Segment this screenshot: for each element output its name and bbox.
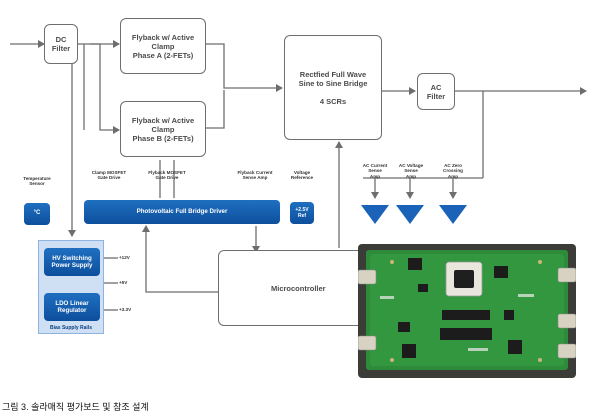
- voltage-reference-block: +2.5V Ref: [290, 202, 314, 224]
- ac-voltage-caption: AC Voltage Sense Amp: [398, 163, 424, 179]
- voltage-reference-caption: Voltage Reference: [290, 170, 314, 181]
- ac-filter-label: AC Filter: [426, 82, 446, 101]
- ldo-label: LDO Linear Regulator: [55, 299, 89, 315]
- ac-zero-amp-icon: [439, 205, 467, 224]
- rail-12v: +12V: [119, 255, 130, 260]
- microcontroller-label: Microcontroller: [271, 283, 326, 293]
- rectifier-label: Rectfied Full Wave Sine to Sine Bridge 4…: [298, 69, 368, 106]
- temperature-sensor-block: °C: [24, 203, 50, 225]
- pv-driver-label: Photovoltaic Full Bridge Driver: [136, 208, 228, 216]
- bias-supply-rails-label: Bias Supply Rails: [50, 325, 92, 331]
- flyback-current-caption: Flyback Current Sense Amp: [237, 170, 273, 181]
- connection-lines: [10, 40, 587, 311]
- flyback-phase-a-block: Flyback w/ Active Clamp Phase A (2-FETs): [120, 18, 206, 74]
- dc-filter-block: DC Filter: [44, 24, 78, 64]
- figure-caption: 그림 3. 솔라매직 평가보드 및 참조 설계: [2, 402, 149, 412]
- rail-3v3: +3.3V: [119, 307, 132, 312]
- flyback-b-label: Flyback w/ Active Clamp Phase B (2-FETs): [131, 115, 195, 143]
- ac-filter-block: AC Filter: [417, 73, 455, 110]
- dc-filter-label: DC Filter: [51, 35, 71, 53]
- evaluation-board-photo: [358, 244, 576, 378]
- flyback-phase-b-block: Flyback w/ Active Clamp Phase B (2-FETs): [120, 101, 206, 157]
- pv-full-bridge-driver: Photovoltaic Full Bridge Driver: [84, 200, 280, 224]
- flyback-a-label: Flyback w/ Active Clamp Phase A (2-FETs): [131, 32, 195, 60]
- hv-switching-supply-block: HV Switching Power Supply: [44, 248, 100, 276]
- rectifier-bridge-block: Rectfied Full Wave Sine to Sine Bridge 4…: [284, 35, 382, 140]
- hv-supply-label: HV Switching Power Supply: [51, 254, 93, 270]
- sense-amp-triangles: [361, 205, 467, 224]
- ac-current-caption: AC Current Sense Amp: [362, 163, 388, 179]
- microcontroller-block: Microcontroller: [218, 250, 368, 326]
- rail-5v: +5V: [119, 280, 128, 285]
- ac-zero-caption: AC Zero Crossing Amp: [443, 163, 463, 179]
- ldo-regulator-block: LDO Linear Regulator: [44, 293, 100, 321]
- temperature-sensor-caption: Temperature Sensor: [23, 176, 51, 187]
- flyback-mosfet-caption: Flyback MOSFET Gate Drive: [148, 170, 186, 181]
- clamp-mosfet-caption: Clamp MOSFET Gate Drive: [91, 170, 127, 181]
- ac-current-amp-icon: [361, 205, 389, 224]
- temperature-sensor-symbol: °C: [33, 210, 41, 217]
- ac-voltage-amp-icon: [396, 205, 424, 224]
- voltage-reference-value: +2.5V Ref: [295, 207, 309, 219]
